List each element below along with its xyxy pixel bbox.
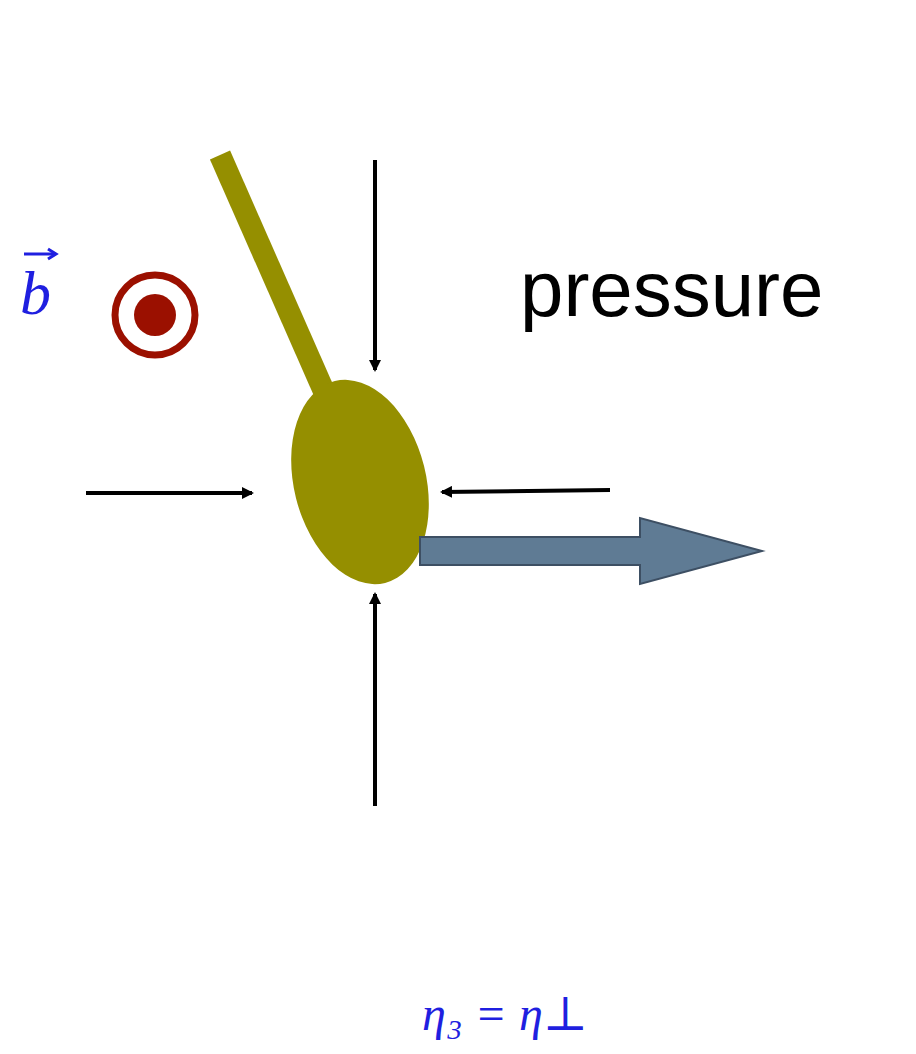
- pressure-label: pressure: [520, 250, 823, 328]
- pressure-arrow: [86, 491, 252, 495]
- flow-arrow: [420, 518, 762, 584]
- field-symbol: [115, 275, 195, 355]
- field-label: b: [20, 262, 51, 324]
- spoon-handle: [220, 155, 330, 405]
- pressure-arrow: [373, 594, 377, 806]
- vector-accent: [24, 253, 54, 256]
- pressure-arrow: [442, 490, 610, 492]
- vector-accent: [48, 249, 56, 259]
- viscosity-label: η₃ = η⊥: [422, 990, 588, 1038]
- field-dot: [134, 294, 176, 336]
- pressure-arrow: [373, 160, 377, 370]
